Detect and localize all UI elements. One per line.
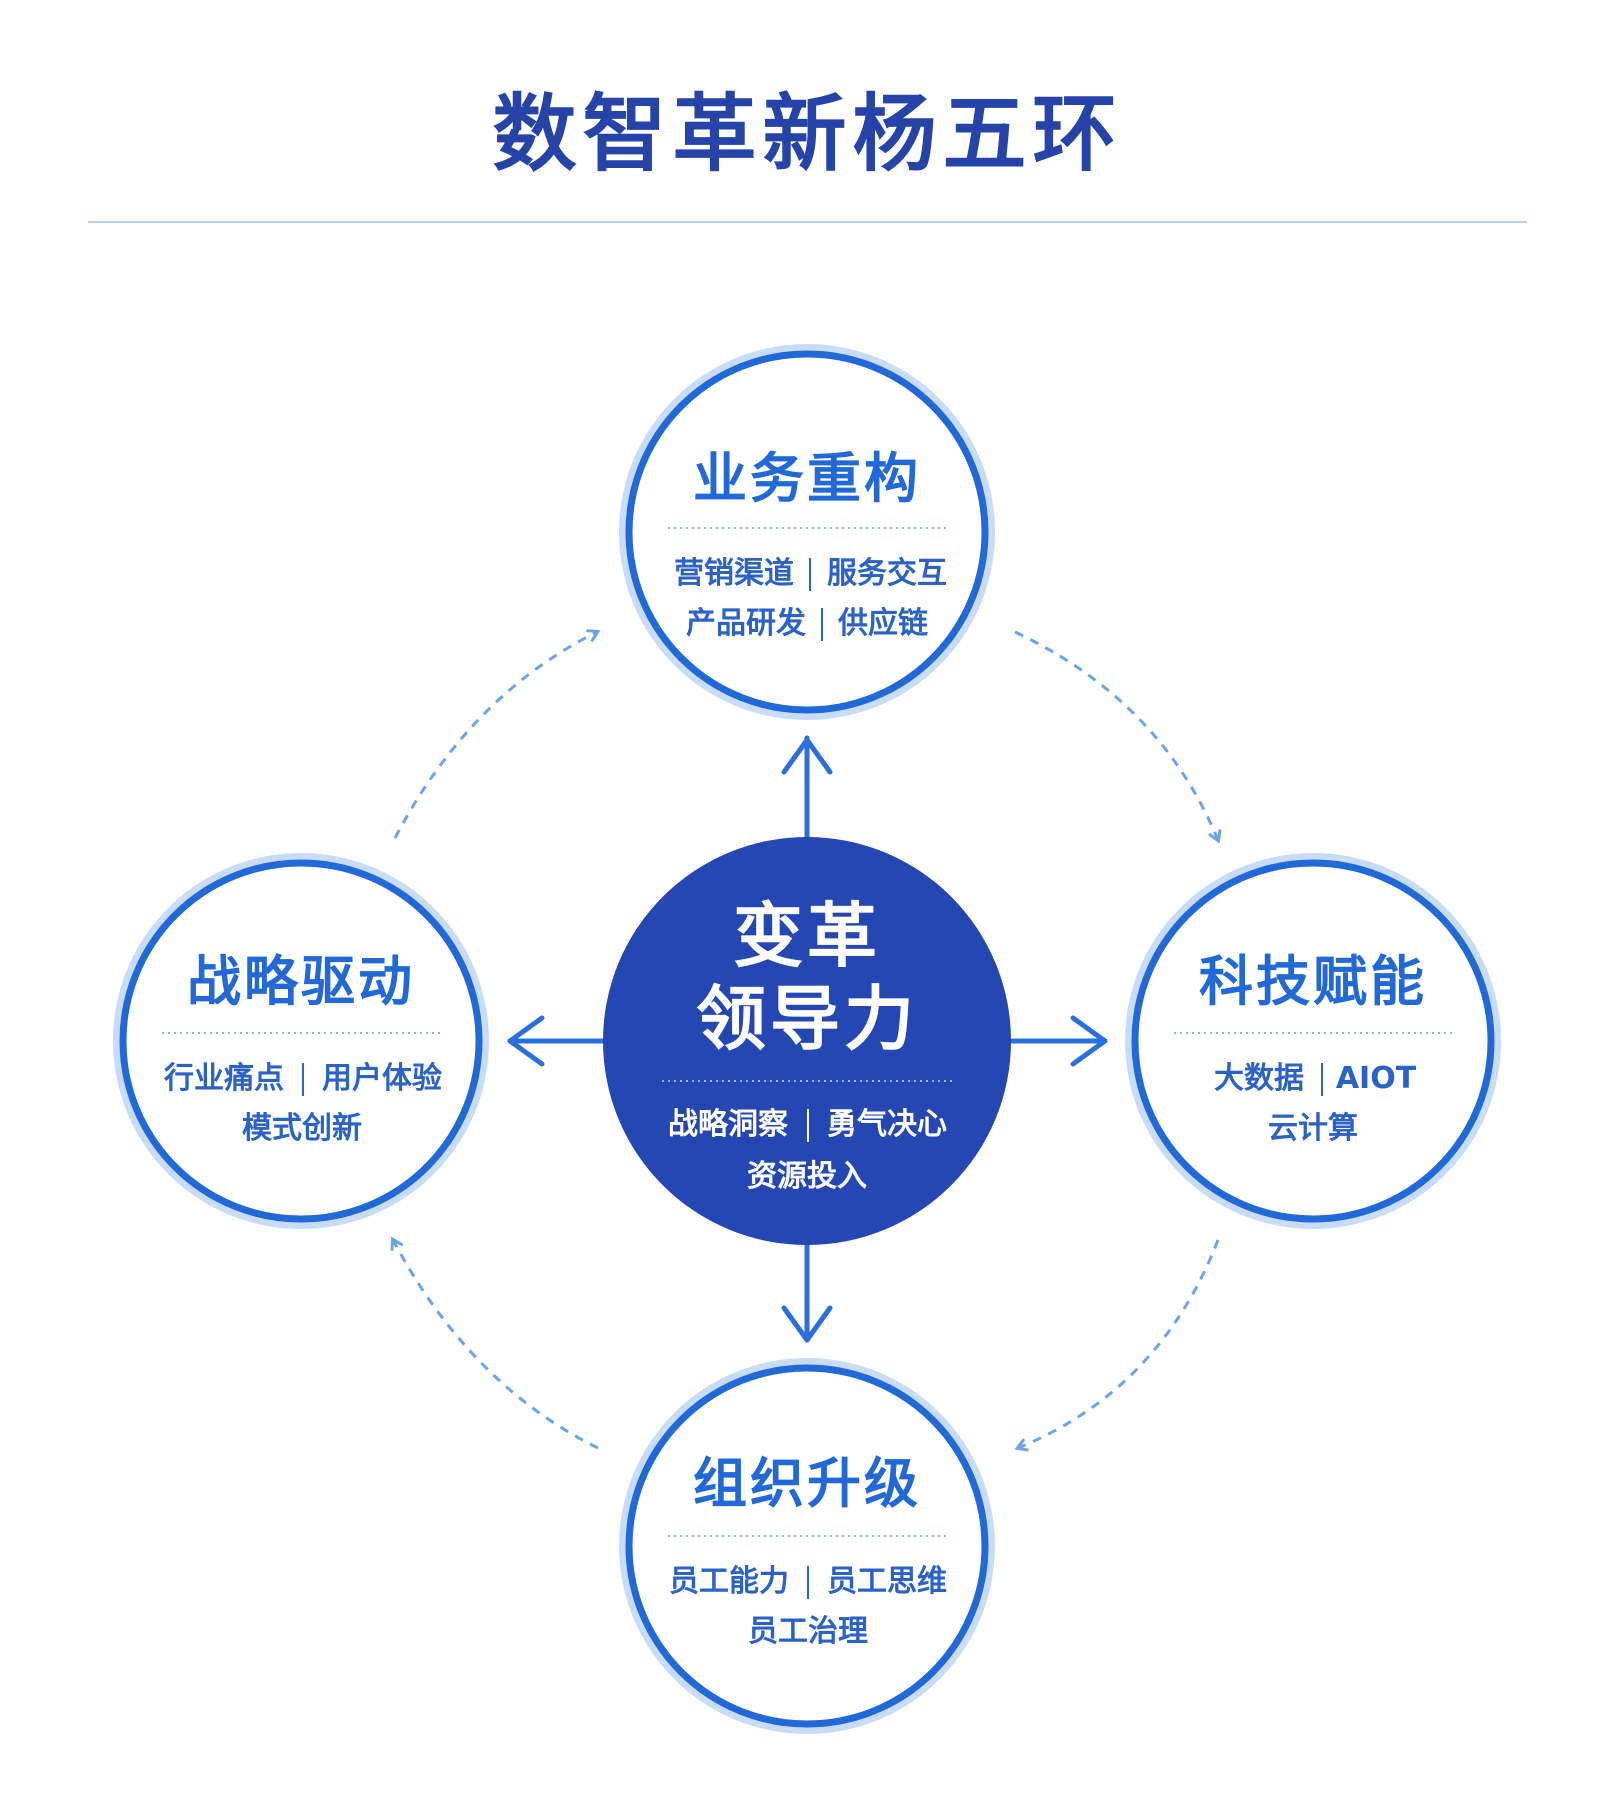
cycle-arrow-left-to-top: [393, 632, 597, 839]
arrow-up: [781, 735, 833, 841]
node-item: 云计算: [1268, 1111, 1358, 1146]
node-item: 营销渠道: [674, 556, 794, 591]
node-item: 产品研发: [686, 606, 806, 641]
node-item: 大数据: [1214, 1061, 1304, 1096]
node-item: 行业痛点: [163, 1061, 284, 1096]
node-item: 供应链: [837, 606, 928, 641]
title-divider: [88, 221, 1527, 223]
center-title-line2: 领导力: [696, 978, 918, 1060]
node-item: 员工能力: [669, 1564, 789, 1599]
center-item: 勇气决心: [827, 1107, 947, 1142]
arrow-down: [781, 1242, 833, 1343]
node-item: 服务交互: [827, 556, 947, 591]
cycle-arrow-right-to-bottom: [1018, 1239, 1220, 1448]
node-item: AIOT: [1336, 1061, 1417, 1096]
node-item: 用户体验: [322, 1061, 442, 1096]
center-node-leadership: 变革 领导力 战略洞察 勇气决心 资源投入: [603, 837, 1011, 1245]
page-title: 数智革新杨五环: [492, 85, 1123, 183]
center-item: 战略洞察: [668, 1107, 789, 1142]
node-item: 员工思维: [827, 1564, 947, 1599]
arrow-left: [507, 1015, 606, 1067]
node-title: 业务重构: [693, 447, 921, 510]
node-title: 战略驱动: [187, 950, 415, 1013]
center-title-line1: 变革: [733, 895, 881, 977]
node-title: 组织升级: [693, 1452, 921, 1515]
node-strategy-driven: 战略驱动 行业痛点 用户体验 模式创新: [113, 853, 489, 1229]
node-business-restructure: 业务重构 营销渠道 服务交互 产品研发 供应链: [619, 344, 995, 720]
node-item: 模式创新: [242, 1111, 362, 1146]
cycle-arrow-top-to-right: [1014, 630, 1218, 840]
arrow-right: [1009, 1015, 1108, 1067]
center-item: 资源投入: [747, 1159, 867, 1194]
node-item: 员工治理: [748, 1614, 868, 1649]
node-tech-empowerment: 科技赋能 大数据 AIOT 云计算: [1125, 853, 1501, 1229]
node-org-upgrade: 组织升级 员工能力 员工思维 员工治理: [619, 1358, 995, 1734]
node-title: 科技赋能: [1199, 950, 1427, 1013]
cycle-arrow-bottom-to-left: [393, 1240, 599, 1450]
